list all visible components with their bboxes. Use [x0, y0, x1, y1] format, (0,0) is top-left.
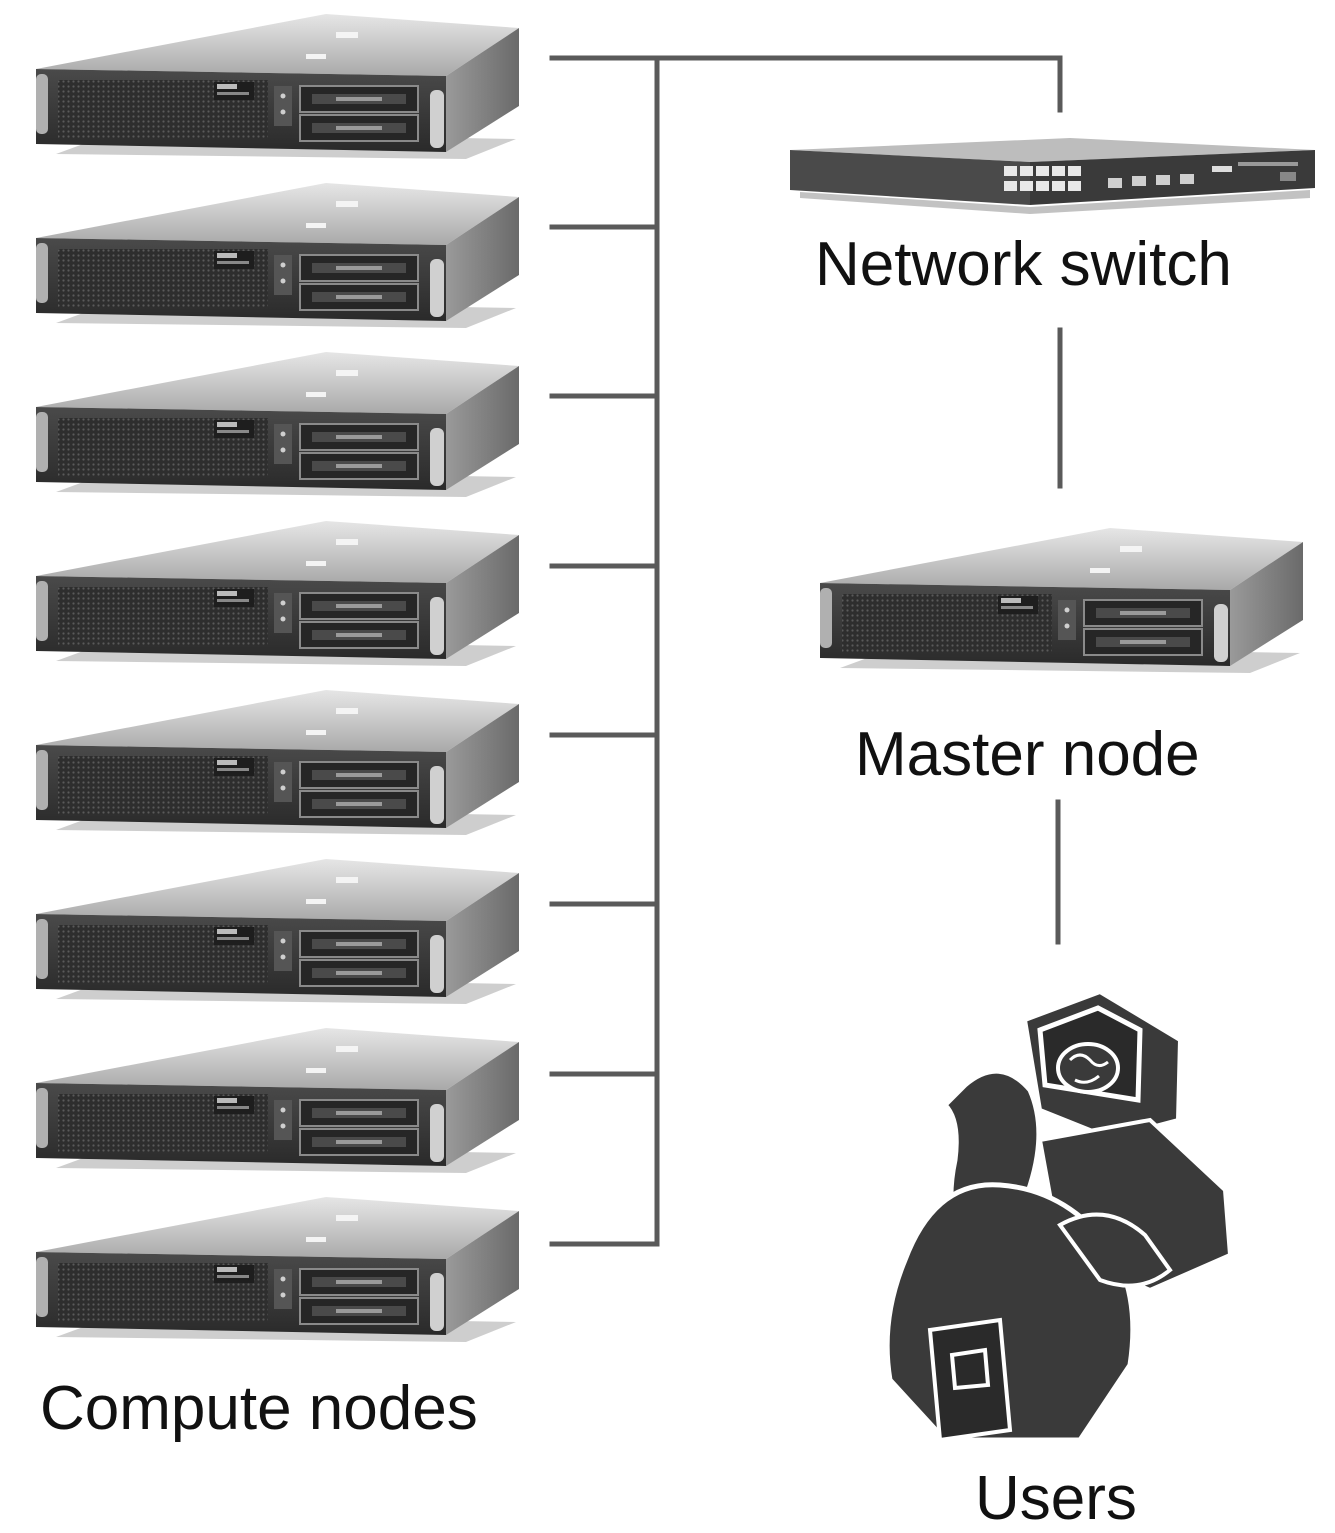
compute-node-1: [35, 13, 520, 160]
master-node-server: [819, 527, 1304, 674]
compute-node-6: [35, 858, 520, 1005]
master-node-label: Master node: [855, 720, 1200, 789]
link-to-switch: [549, 55, 1063, 113]
compute-nodes-label: Compute nodes: [40, 1374, 478, 1443]
compute-node-5: [35, 689, 520, 836]
compute-node-2: [35, 182, 520, 329]
switch-uplinks: [1108, 174, 1194, 188]
compute-node-3: [35, 351, 520, 498]
users-label: Users: [975, 1464, 1137, 1533]
compute-nodes-stack: [35, 13, 520, 1343]
compute-node-8: [35, 1196, 520, 1343]
switch-ports: [1004, 166, 1081, 191]
compute-node-4: [35, 520, 520, 667]
network-connections: [549, 55, 1063, 1247]
network-switch-label: Network switch: [815, 230, 1232, 299]
network-switch-icon: [790, 138, 1315, 214]
compute-node-7: [35, 1027, 520, 1174]
user-at-computer-icon: [884, 989, 1233, 1443]
